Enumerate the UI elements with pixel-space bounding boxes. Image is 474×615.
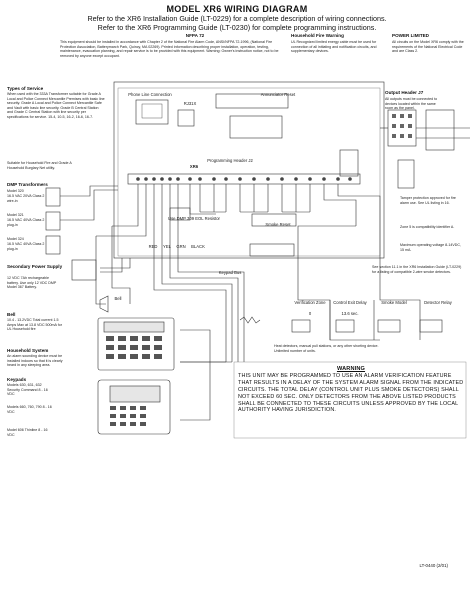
keypad-bus-label: Keypad Bus bbox=[218, 270, 242, 275]
bell-text: 10.4 - 13.2VDC Total current 1.5 Amps Ma… bbox=[7, 318, 62, 332]
service-text: When used with the 333A Transformer suit… bbox=[7, 92, 105, 119]
xr6-board-label: XR6 bbox=[189, 164, 199, 169]
keypads-heading: Keypads bbox=[7, 377, 27, 382]
annunciator-reset-label: Annunciator Reset bbox=[260, 92, 296, 97]
reference-line-1: Refer to the XR6 Installation Guide (LT-… bbox=[87, 14, 387, 23]
keypads-text-3: Model 606 Thinline 8 - 16 VDC bbox=[7, 428, 48, 437]
phone-line-label: Phone Line Connection bbox=[128, 92, 172, 97]
nfpa-text: This equipment should be installed in ac… bbox=[60, 40, 279, 58]
programming-header-block bbox=[229, 115, 283, 139]
keypad-2-buttons bbox=[110, 406, 146, 426]
service-heading: Types of Service bbox=[7, 86, 44, 91]
output-header-text: All outputs must be connected to devices… bbox=[385, 97, 438, 111]
control-exit-delay-value: 13.6 sec. bbox=[341, 311, 359, 316]
heat-detector-note: Heat detectors, manual pull stations, or… bbox=[274, 344, 379, 353]
detector-relay-label: Detector Relay bbox=[424, 300, 452, 305]
power-limited-heading: POWER LIMITED bbox=[392, 33, 430, 38]
transformer-320 bbox=[45, 187, 61, 207]
bell-heading: Bell bbox=[7, 312, 16, 317]
transformers-heading: DMP Transformers bbox=[7, 182, 48, 187]
wire-black-label: BLACK bbox=[191, 244, 205, 249]
power-limited-text: All circuits on the Model XR6 comply wit… bbox=[392, 40, 464, 54]
zone-compat-text: Zone 5 is compatibility identifier A. bbox=[400, 225, 455, 229]
warning-heading: WARNING bbox=[336, 366, 366, 372]
control-exit-delay-label: Control Exit Delay bbox=[333, 300, 367, 305]
transformer-324 bbox=[45, 235, 61, 255]
keypads-text-2: Models 660, 760, 790 8 - 16 VDC bbox=[7, 405, 52, 414]
wire-grn-label: GRN bbox=[176, 244, 186, 249]
verification-zone-value: 0 bbox=[308, 311, 312, 316]
keypad-1 bbox=[97, 317, 175, 371]
household-warning-text: UL Recognized limited energy cable must … bbox=[291, 40, 377, 54]
bell-siren bbox=[99, 295, 109, 313]
smoke-reset-label: Smoke Reset bbox=[265, 222, 291, 227]
terminal-screws bbox=[136, 177, 352, 181]
document-code: LT-0440 (2/01) bbox=[419, 563, 448, 568]
diagram-title: MODEL XR6 WIRING DIAGRAM bbox=[166, 4, 308, 14]
output-header-heading: Output Header J7 bbox=[385, 90, 424, 95]
wire-yel-label: YEL bbox=[163, 244, 171, 249]
transformer-321 bbox=[45, 211, 61, 231]
wire-red-label: RED bbox=[148, 244, 158, 249]
see-section-text: See section 11.1 in the XR6 Installation… bbox=[372, 265, 462, 274]
smoke-model-label: Smoke Model bbox=[381, 300, 407, 305]
reference-line-2: Refer to the XR6 Programming Guide (LT-0… bbox=[97, 23, 377, 32]
verification-zone-label: Verification Zone bbox=[294, 300, 326, 305]
transformer-321: Model 321 bbox=[7, 213, 24, 217]
output-pins bbox=[392, 114, 412, 138]
xr6-panel-outline bbox=[113, 81, 385, 259]
bell-device-label: Bell bbox=[114, 296, 122, 301]
transformer-324: Model 324 bbox=[7, 237, 24, 241]
transformer-324-spec: 16.5 VAC 40VA Class 2 plug-in bbox=[7, 242, 45, 251]
nfpa-heading: NFPA 72 bbox=[185, 33, 205, 38]
warning-text: THIS UNIT MAY BE PROGRAMMED TO USE AN AL… bbox=[238, 372, 464, 414]
max-voltage-text: Maximum operating voltage 8-14VDC, 15 mA… bbox=[400, 243, 461, 252]
secondary-power-text: 12 VDC 7Ah rechargeable battery. Use onl… bbox=[7, 276, 57, 290]
programming-header-label: Programming Header J2 bbox=[207, 158, 253, 163]
transformer-320: Model 320 bbox=[7, 189, 24, 193]
keypad-1-buttons bbox=[106, 336, 162, 359]
battery bbox=[71, 259, 97, 281]
suitable-text: Suitable for Household Fire and Grade A … bbox=[7, 161, 72, 170]
rj31x-jack bbox=[177, 109, 195, 127]
rj31x-label: RJ31X bbox=[183, 101, 197, 106]
household-system-text: An alarm sounding device must be install… bbox=[7, 354, 63, 368]
transformer-321-spec: 16.5 VAC 40VA Class 2 plug-in bbox=[7, 218, 45, 227]
household-system-heading: Household System bbox=[7, 348, 49, 353]
tamper-text: Tamper protection approved for fire alar… bbox=[400, 196, 456, 205]
household-warning-heading: Household Fire Warning bbox=[291, 33, 344, 38]
verification-warning: WARNING THIS UNIT MAY BE PROGRAMMED TO U… bbox=[238, 366, 464, 414]
keypads-text: Models 630, 631, 632 Security Command 8 … bbox=[7, 383, 48, 397]
transformer-320-spec: 16.5 VAC 20VA Class 2 wire-in bbox=[7, 194, 45, 203]
keypad-2 bbox=[97, 379, 171, 435]
eol-resistor-label: Use DMP 309 EOL Resistor bbox=[168, 216, 220, 221]
relay-module bbox=[425, 109, 455, 151]
terminal-strip bbox=[127, 173, 361, 185]
secondary-power-heading: Secondary Power Supply bbox=[7, 264, 63, 269]
